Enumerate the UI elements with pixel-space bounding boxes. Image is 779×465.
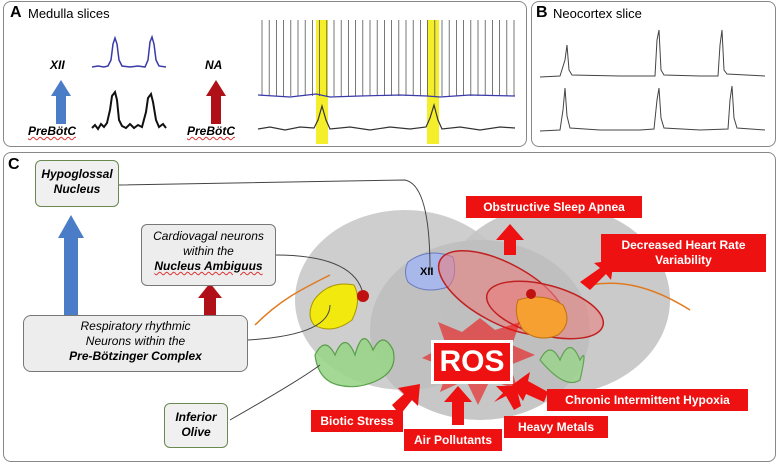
resp-line2: Neurons within the	[85, 334, 186, 348]
red-arrow-shaft-c	[204, 296, 216, 318]
arrow-from-cih	[512, 372, 548, 402]
cortex-trace-bottom	[539, 85, 766, 132]
arrow-from-air	[444, 386, 472, 425]
heavy-metals-label: Heavy Metals	[504, 416, 608, 438]
cardiovagal-box: Cardiovagal neurons within the Nucleus A…	[141, 224, 276, 286]
inferior-olive-left	[314, 338, 395, 388]
olive-line2: Olive	[181, 425, 211, 439]
prebotc-left-label: PreBötC	[28, 124, 77, 138]
highlight-1	[316, 20, 328, 144]
blue-arrow-shaft-c	[64, 235, 78, 330]
olive-line1: Inferior	[175, 410, 217, 424]
red-arrow-head-c	[198, 283, 222, 298]
nucleus-ambiguus-marker	[357, 290, 369, 302]
prebotc-trace-a	[91, 89, 167, 131]
ros-label: ROS	[431, 340, 513, 384]
arrow-from-biotic	[392, 384, 420, 415]
prebotc-right-label: PreBötC	[187, 124, 236, 138]
nucleus-ambiguus-shape	[309, 283, 358, 330]
prebotc-trace-b	[257, 102, 516, 131]
hrv-label: Decreased Heart Rate Variability	[601, 234, 766, 272]
inferior-olive-right	[539, 346, 585, 384]
connector-resp	[247, 304, 331, 341]
blue-arrow-head-c	[58, 215, 84, 238]
highlight-2	[427, 20, 439, 144]
na-baseline	[257, 93, 516, 98]
xii-trace	[91, 34, 167, 68]
cih-label: Chronic Intermittent Hypoxia	[547, 389, 748, 411]
connector-cardio-na	[274, 254, 363, 291]
resp-line1: Respiratory rhythmic	[80, 319, 191, 333]
orange-outline-left	[254, 274, 331, 326]
cardio-line1: Cardiovagal neurons	[153, 229, 264, 243]
red-arrow-shaft-a	[211, 94, 221, 124]
resp-line3: Pre-Bötzinger Complex	[69, 349, 202, 363]
connector-hypoglossal-xii	[117, 179, 431, 271]
panel-a-title: Medulla slices	[28, 6, 110, 21]
osa-label: Obstructive Sleep Apnea	[466, 196, 642, 218]
blue-arrow-shaft-a	[56, 94, 66, 124]
panel-a-label: A	[10, 4, 22, 21]
panel-c-label: C	[8, 156, 20, 173]
hypoglossal-line2: Nucleus	[53, 182, 101, 196]
arrow-from-metals	[494, 386, 521, 410]
hypoglossal-nucleus-box: Hypoglossal Nucleus	[35, 160, 119, 207]
air-pollutants-label: Air Pollutants	[404, 429, 502, 451]
xii-tag: XII	[420, 266, 434, 278]
connector-olive	[229, 364, 321, 421]
orange-outline-right	[589, 282, 691, 311]
blue-arrow-head-a	[51, 80, 71, 96]
cardio-line2: within the	[183, 244, 234, 258]
hrv-line2: Variability	[655, 253, 712, 267]
hrv-line1: Decreased Heart Rate	[621, 238, 746, 252]
hrv-marker	[526, 289, 536, 299]
arrow-to-osa	[496, 224, 524, 255]
panel-b-label: B	[536, 4, 548, 21]
cardio-line3: Nucleus Ambiguus	[154, 259, 263, 273]
biotic-stress-label: Biotic Stress	[311, 410, 403, 432]
na-spike-train	[261, 20, 515, 96]
respiratory-box: Respiratory rhythmic Neurons within the …	[23, 315, 248, 372]
red-arrow-head-a	[206, 80, 226, 96]
inferior-olive-box: Inferior Olive	[164, 403, 228, 448]
orange-nucleus-shape	[515, 296, 568, 339]
cortex-trace-top	[539, 29, 766, 78]
panel-b-title: Neocortex slice	[553, 6, 642, 21]
hypoglossal-line1: Hypoglossal	[41, 167, 113, 181]
na-trace-label: NA	[205, 58, 223, 72]
xii-trace-label: XII	[50, 58, 65, 72]
